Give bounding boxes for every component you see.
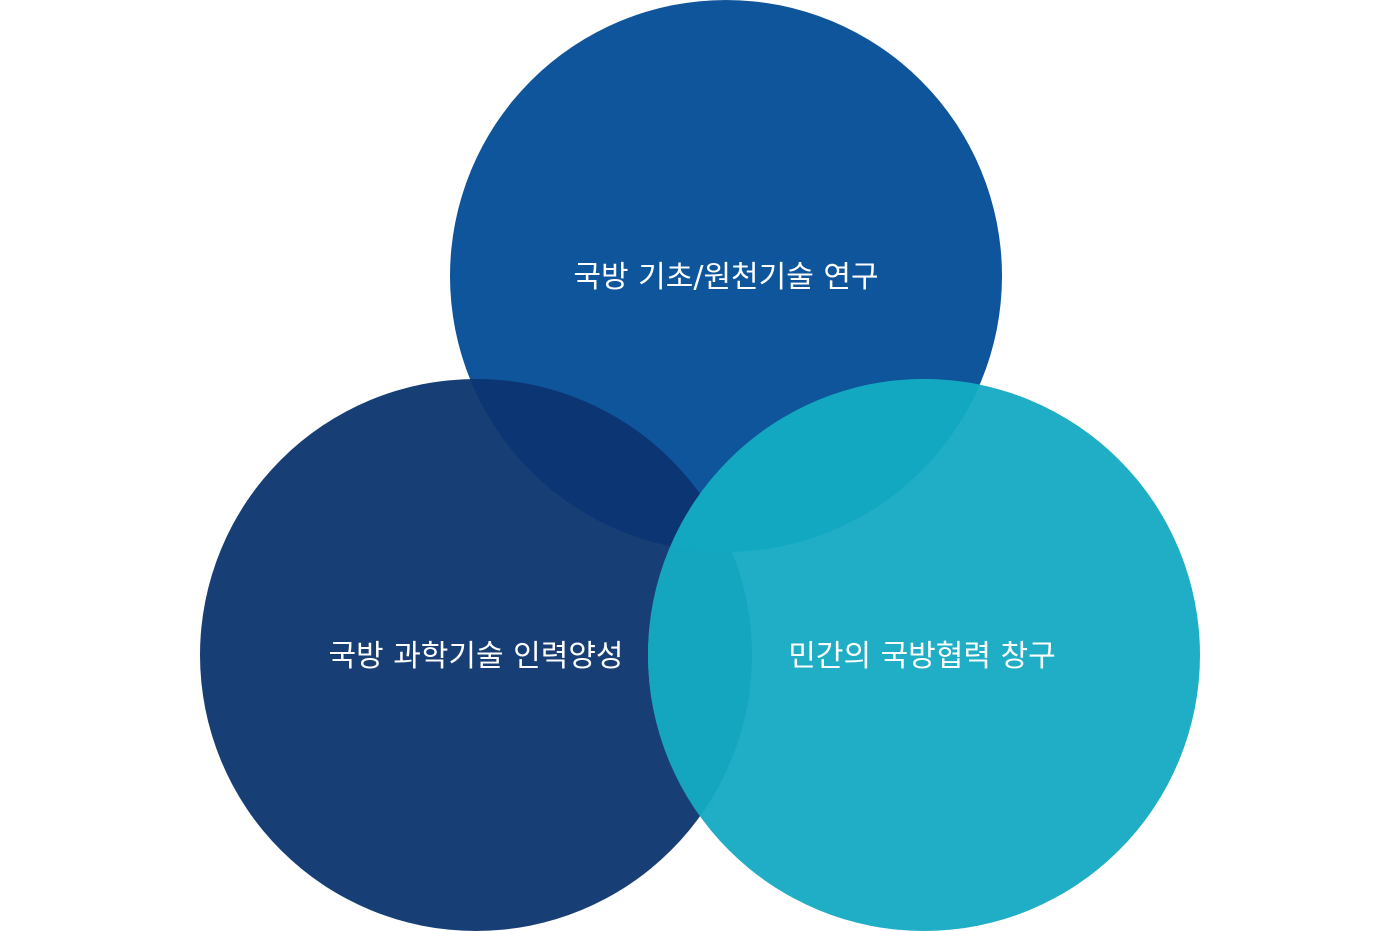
label-basic-research: 국방 기초/원천기술 연구 [573, 260, 878, 295]
label-workforce-training: 국방 과학기술 인력양성 [328, 639, 623, 674]
overlap-top-right [648, 379, 1002, 552]
label-civil-cooperation: 민간의 국방협력 창구 [788, 639, 1055, 674]
overlap-top-left [450, 379, 752, 552]
